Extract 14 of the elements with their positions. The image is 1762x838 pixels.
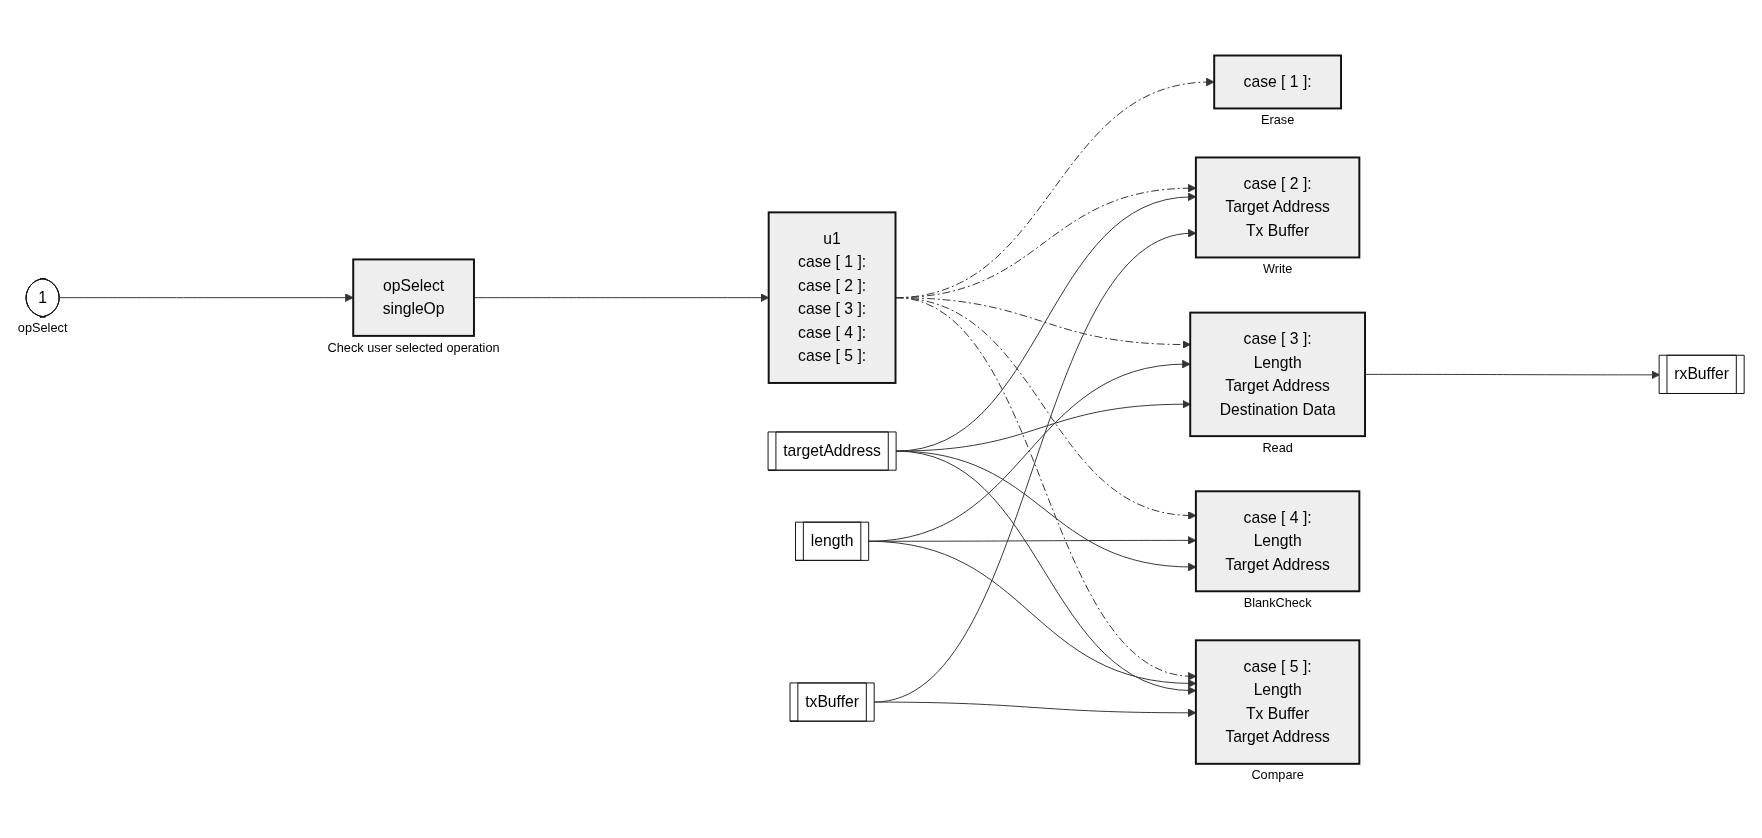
block-name: Check user selected operation	[327, 339, 500, 355]
block-name: Compare	[1251, 767, 1304, 783]
node-box: case [ 3 ]: Length Target Address Destination Data	[1189, 311, 1366, 438]
block-name: BlankCheck	[1243, 594, 1312, 610]
node-box: case [ 2 ]: Target Address Tx Buffer	[1194, 156, 1361, 259]
node-box: u1 case [ 1 ]: case [ 2 ]: case [ 3 ]: case [ 4 ]: case [ 5 ]:	[767, 211, 897, 384]
block-name: Read	[1262, 439, 1293, 455]
block-name: opSelect	[17, 320, 68, 336]
node-box: case [ 4 ]: Length Target Address	[1194, 490, 1361, 593]
block-name: Erase	[1261, 112, 1295, 128]
node-box: case [ 5 ]: Length Tx Buffer Target Address	[1194, 639, 1361, 765]
node-box: opSelect singleOp	[352, 258, 475, 337]
node-box: case [ 1 ]:	[1213, 54, 1342, 110]
block-name: Write	[1262, 261, 1293, 277]
